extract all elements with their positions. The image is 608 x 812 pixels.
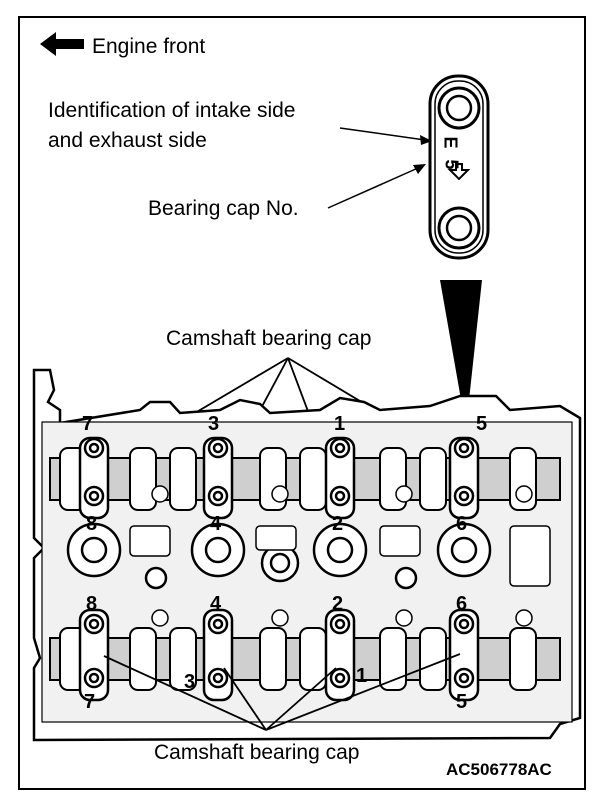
engine-front-label: Engine front	[92, 35, 206, 58]
cap-number-top-4: 5	[476, 413, 487, 435]
cap-number-bottom-3: 1	[356, 665, 367, 687]
figure-code: AC506778AC	[446, 760, 552, 779]
cap-number-top-1: 7	[82, 413, 93, 435]
detail-cap-letter: E	[440, 136, 461, 149]
cap-direction-mark	[447, 163, 471, 181]
spark-plug-wells	[66, 522, 492, 590]
cap-number-mid-lower-1: 8	[86, 593, 97, 615]
bottom-leader-lines	[103, 653, 461, 731]
cap-number-bottom-2: 3	[184, 671, 195, 693]
detail-cap-number: 5	[441, 159, 462, 170]
figure-frame: 7 3 1 5 8 4 2 6 8 4 2 6 7 3 1 5 Engine f…	[18, 16, 586, 790]
zoom-wedge	[440, 280, 482, 428]
cap-bolts	[83, 437, 475, 689]
cap-number-top-2: 3	[208, 413, 219, 435]
detail-bearing-cap	[428, 74, 490, 260]
cap-number-bottom-1: 7	[84, 691, 95, 713]
engine-front-arrow	[40, 32, 84, 56]
bearing-cap-number-label: Bearing cap No.	[148, 197, 299, 220]
cap-number-top-3: 1	[334, 413, 345, 435]
cap-number-mid-upper-1: 8	[86, 513, 97, 535]
cap-number-mid-upper-3: 2	[332, 513, 343, 535]
identification-label-line1: Identification of intake side	[48, 99, 296, 122]
cap-number-mid-upper-4: 6	[456, 513, 467, 535]
camshaft-bearing-cap-label-bottom: Camshaft bearing cap	[154, 741, 360, 764]
cap-number-mid-lower-4: 6	[456, 593, 467, 615]
cap-number-mid-lower-3: 2	[332, 593, 343, 615]
engine-diagram: 7 3 1 5 8 4 2 6 8 4 2 6 7 3 1 5	[32, 32, 582, 742]
cap-number-mid-upper-2: 4	[210, 513, 222, 535]
cap-number-bottom-4: 5	[456, 691, 467, 713]
camshaft-bearing-cap-label-top: Camshaft bearing cap	[166, 327, 372, 350]
cap-number-labels: 7 3 1 5 8 4 2 6 8 4 2 6 7 3 1 5	[82, 413, 487, 713]
cap-number-mid-lower-2: 4	[210, 593, 222, 615]
identification-label-line2: and exhaust side	[48, 129, 207, 152]
